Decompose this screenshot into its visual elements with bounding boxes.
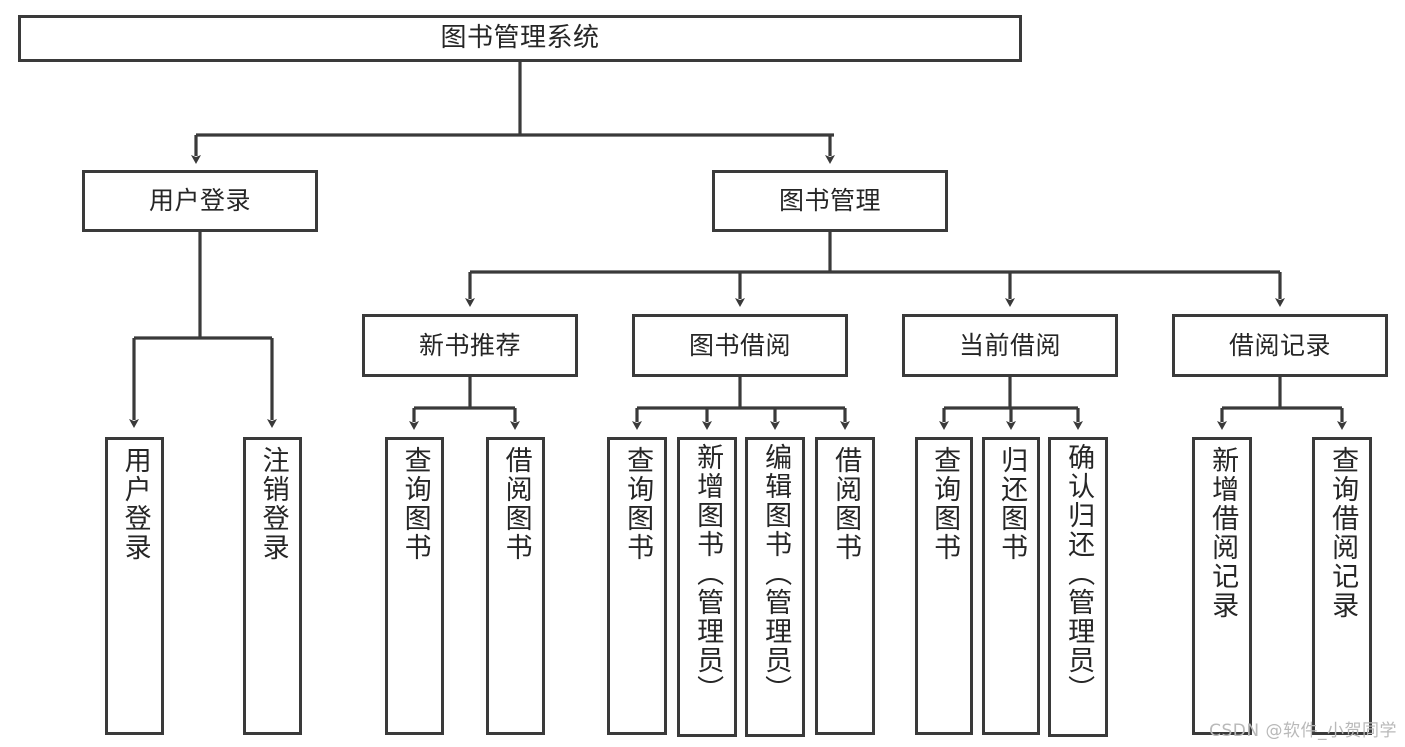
node-user-login[interactable]: 用户登录 xyxy=(82,170,318,232)
node-leaf-query-record[interactable]: 查询借阅记录 xyxy=(1312,437,1372,735)
node-root-label: 图书管理系统 xyxy=(440,23,600,54)
node-leaf-confirm-return[interactable]: 确认归还（管理员） xyxy=(1048,437,1108,737)
node-leaf-add-record-label: 新增借阅记录 xyxy=(1207,446,1239,620)
node-borrow-record[interactable]: 借阅记录 xyxy=(1172,314,1388,377)
watermark: CSDN @软件_小贺同学 xyxy=(1209,721,1397,741)
node-leaf-add-record[interactable]: 新增借阅记录 xyxy=(1192,437,1252,735)
node-leaf-query-book-2[interactable]: 查询图书 xyxy=(607,437,667,735)
node-leaf-user-login-label: 用户登录 xyxy=(119,446,151,562)
node-leaf-add-book-label: 新增图书（管理员） xyxy=(692,443,724,704)
node-leaf-user-logout-label: 注销登录 xyxy=(257,446,289,562)
node-leaf-borrow-book-1[interactable]: 借阅图书 xyxy=(486,437,545,735)
node-book-manage-label: 图书管理 xyxy=(778,186,881,216)
node-leaf-return-book[interactable]: 归还图书 xyxy=(982,437,1040,735)
node-leaf-edit-book[interactable]: 编辑图书（管理员） xyxy=(745,437,805,737)
node-leaf-return-book-label: 归还图书 xyxy=(996,446,1028,562)
node-leaf-query-book-1[interactable]: 查询图书 xyxy=(385,437,444,735)
node-leaf-query-book-1-label: 查询图书 xyxy=(399,446,431,562)
node-user-login-label: 用户登录 xyxy=(148,186,251,216)
node-leaf-add-book[interactable]: 新增图书（管理员） xyxy=(677,437,737,737)
node-borrow-record-label: 借阅记录 xyxy=(1228,330,1331,360)
node-leaf-user-login[interactable]: 用户登录 xyxy=(105,437,164,735)
node-leaf-query-book-3-label: 查询图书 xyxy=(929,446,961,562)
node-leaf-edit-book-label: 编辑图书（管理员） xyxy=(760,443,792,704)
node-current-borrow-label: 当前借阅 xyxy=(958,330,1061,360)
node-new-book-recommend-label: 新书推荐 xyxy=(418,330,521,360)
node-leaf-query-book-2-label: 查询图书 xyxy=(622,446,654,562)
node-leaf-borrow-book-1-label: 借阅图书 xyxy=(500,446,532,562)
node-book-borrow[interactable]: 图书借阅 xyxy=(632,314,848,377)
node-leaf-user-logout[interactable]: 注销登录 xyxy=(243,437,302,735)
node-leaf-query-book-3[interactable]: 查询图书 xyxy=(915,437,973,735)
node-leaf-borrow-book-2-label: 借阅图书 xyxy=(830,446,862,562)
node-book-manage[interactable]: 图书管理 xyxy=(712,170,948,232)
node-book-borrow-label: 图书借阅 xyxy=(688,330,791,360)
node-new-book-recommend[interactable]: 新书推荐 xyxy=(362,314,578,377)
node-root[interactable]: 图书管理系统 xyxy=(18,15,1022,62)
node-current-borrow[interactable]: 当前借阅 xyxy=(902,314,1118,377)
node-leaf-query-record-label: 查询借阅记录 xyxy=(1327,446,1359,620)
node-leaf-borrow-book-2[interactable]: 借阅图书 xyxy=(815,437,875,735)
node-leaf-confirm-return-label: 确认归还（管理员） xyxy=(1063,443,1095,704)
